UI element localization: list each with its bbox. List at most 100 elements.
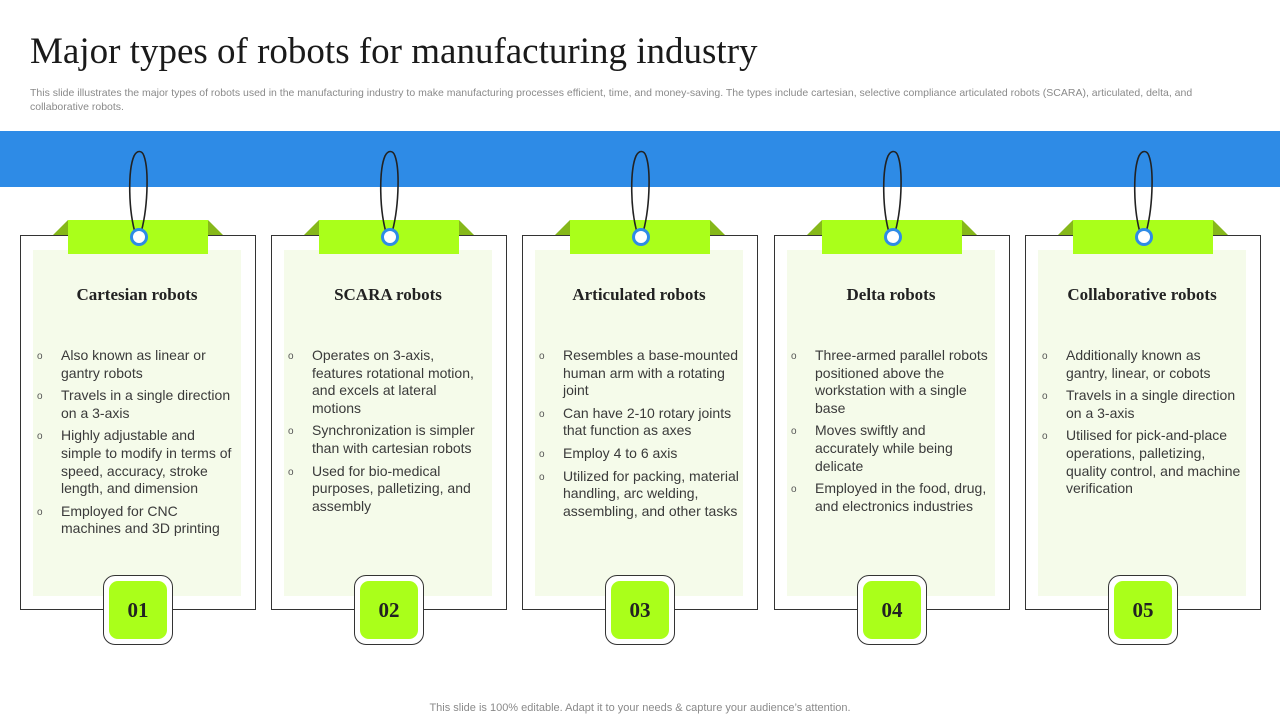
bullet-icon: o bbox=[37, 431, 43, 443]
list-item: o Operates on 3-axis, features rotational… bbox=[288, 347, 488, 417]
list-item: o Synchronization is simpler than with ca… bbox=[288, 422, 488, 457]
tag-fold-left bbox=[53, 220, 68, 235]
tag-fold-left bbox=[807, 220, 822, 235]
bullet-icon: o bbox=[37, 391, 43, 403]
card-bullet-list: o Additionally known as gantry, linear, o… bbox=[1042, 347, 1242, 503]
bullet-text: Additionally known as gantry, linear, or… bbox=[1066, 347, 1211, 381]
list-item: o Utilised for pick-and-place operations,… bbox=[1042, 427, 1242, 497]
tag-hole-icon bbox=[632, 228, 650, 246]
bullet-text: Utilised for pick-and-place operations, … bbox=[1066, 427, 1241, 497]
list-item: o Resembles a base-mounted human arm with… bbox=[539, 347, 739, 400]
tag-hole-icon bbox=[1135, 228, 1153, 246]
bullet-text: Also known as linear or gantry robots bbox=[61, 347, 206, 381]
list-item: o Also known as linear or gantry robots bbox=[37, 347, 237, 382]
card-title: Delta robots bbox=[846, 285, 936, 304]
tag-fold-left bbox=[555, 220, 570, 235]
bullet-text: Synchronization is simpler than with car… bbox=[312, 422, 475, 456]
bullet-icon: o bbox=[791, 351, 797, 362]
bullet-icon: o bbox=[37, 351, 43, 362]
card-inner-panel bbox=[535, 250, 743, 596]
number-badge: 02 bbox=[360, 581, 418, 639]
bullet-icon: o bbox=[539, 471, 545, 483]
bullet-icon: o bbox=[1042, 351, 1048, 362]
tag-fold-right bbox=[1213, 220, 1228, 235]
bullet-icon: o bbox=[791, 484, 797, 496]
bullet-text: Three-armed parallel robots positioned a… bbox=[815, 347, 988, 416]
list-item: o Employed for CNC machines and 3D printi… bbox=[37, 502, 237, 538]
list-item: o Employ 4 to 6 axis bbox=[539, 444, 739, 463]
bullet-text: Resembles a base-mounted human arm with … bbox=[563, 347, 739, 399]
bullet-text: Highly adjustable and simple to modify i… bbox=[61, 427, 232, 497]
bullet-icon: o bbox=[1042, 391, 1048, 403]
bullet-text: Utilized for packing, material handling,… bbox=[563, 467, 739, 519]
robot-card: Collaborative robots o Additionally known … bbox=[1025, 150, 1261, 645]
bullet-icon: o bbox=[539, 408, 545, 420]
tag-hole-icon bbox=[884, 228, 902, 246]
number-badge: 04 bbox=[863, 581, 921, 639]
bullet-icon: o bbox=[539, 351, 545, 362]
card-bullet-list: o Resembles a base-mounted human arm with… bbox=[539, 347, 739, 525]
number-badge-frame: 03 bbox=[605, 575, 675, 645]
hanging-string-icon bbox=[882, 150, 902, 237]
tag-hole-icon bbox=[130, 228, 148, 246]
bullet-text: Moves swiftly and accurately while being… bbox=[815, 422, 953, 474]
tag-hole-icon bbox=[381, 228, 399, 246]
card-bullet-list: o Three-armed parallel robots positioned … bbox=[791, 347, 991, 520]
card-inner-panel bbox=[33, 250, 241, 596]
list-item: o Highly adjustable and simple to modify … bbox=[37, 427, 237, 497]
list-item: o Travels in a single direction on a 3-ax… bbox=[1042, 387, 1242, 422]
hanging-string-icon bbox=[128, 150, 148, 237]
list-item: o Moves swiftly and accurately while bein… bbox=[791, 422, 991, 475]
hanging-string-icon bbox=[379, 150, 399, 237]
robot-card: SCARA robots o Operates on 3-axis, feature… bbox=[271, 150, 507, 645]
tag-fold-right bbox=[710, 220, 725, 235]
card-title: Collaborative robots bbox=[1067, 285, 1217, 304]
bullet-icon: o bbox=[37, 506, 43, 518]
number-badge-frame: 02 bbox=[354, 575, 424, 645]
tag-fold-left bbox=[1058, 220, 1073, 235]
robot-card: Cartesian robots o Also known as linear or… bbox=[20, 150, 256, 645]
list-item: o Used for bio-medical purposes, palletiz… bbox=[288, 462, 488, 516]
tag-fold-right bbox=[459, 220, 474, 235]
slide-subtitle: This slide illustrates the major types o… bbox=[30, 87, 1193, 113]
bullet-icon: o bbox=[539, 448, 545, 460]
bullet-icon: o bbox=[791, 426, 797, 438]
list-item: o Travels in a single direction on a 3-ax… bbox=[37, 387, 237, 422]
tag-fold-right bbox=[962, 220, 977, 235]
robot-card: Delta robots o Three-armed parallel robots… bbox=[774, 150, 1010, 645]
number-badge-frame: 05 bbox=[1108, 575, 1178, 645]
bullet-text: Travels in a single direction on a 3-axi… bbox=[1066, 387, 1236, 421]
bullet-text: Used for bio-medical purposes, palletizi… bbox=[312, 462, 471, 514]
card-title: SCARA robots bbox=[334, 285, 442, 304]
slide-title: Major types of robots for manufacturing … bbox=[30, 31, 758, 72]
tag-fold-right bbox=[208, 220, 223, 235]
bullet-text: Employed in the food, drug, and electron… bbox=[815, 480, 987, 514]
bullet-text: Operates on 3-axis, features rotational … bbox=[312, 347, 474, 416]
list-item: o Utilized for packing, material handling… bbox=[539, 467, 739, 521]
bullet-icon: o bbox=[288, 466, 294, 478]
hanging-string-icon bbox=[630, 150, 650, 237]
bullet-text: Employed for CNC machines and 3D printin… bbox=[61, 502, 220, 537]
number-badge: 03 bbox=[611, 581, 669, 639]
bullet-text: Employ 4 to 6 axis bbox=[563, 444, 678, 461]
slide-footer: This slide is 100% editable. Adapt it to… bbox=[429, 702, 851, 714]
card-title: Articulated robots bbox=[572, 285, 706, 304]
card-inner-panel bbox=[787, 250, 995, 596]
card-title: Cartesian robots bbox=[76, 285, 198, 304]
bullet-icon: o bbox=[288, 426, 294, 438]
bullet-icon: o bbox=[1042, 431, 1048, 443]
card-inner-panel bbox=[1038, 250, 1246, 596]
hanging-string-icon bbox=[1133, 150, 1153, 237]
card-bullet-list: o Operates on 3-axis, features rotational… bbox=[288, 347, 488, 520]
bullet-text: Travels in a single direction on a 3-axi… bbox=[61, 387, 231, 421]
list-item: o Additionally known as gantry, linear, o… bbox=[1042, 347, 1242, 382]
tag-fold-left bbox=[304, 220, 319, 235]
number-badge-frame: 01 bbox=[103, 575, 173, 645]
robot-card: Articulated robots o Resembles a base-moun… bbox=[522, 150, 758, 645]
card-inner-panel bbox=[284, 250, 492, 596]
list-item: o Three-armed parallel robots positioned … bbox=[791, 347, 991, 417]
bullet-icon: o bbox=[288, 351, 294, 362]
number-badge: 05 bbox=[1114, 581, 1172, 639]
